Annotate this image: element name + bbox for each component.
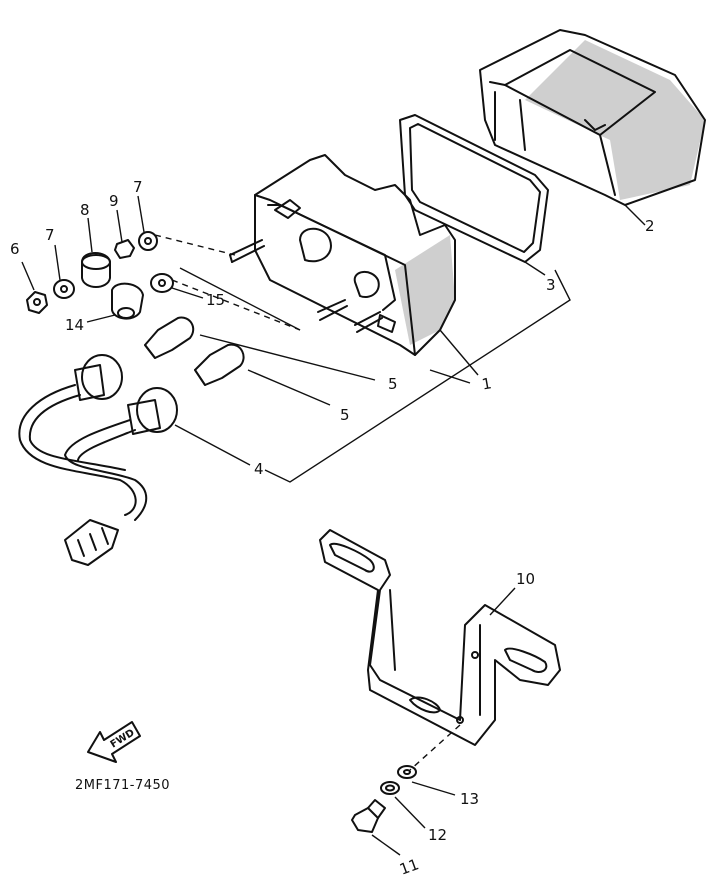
mounting-bracket [319,529,561,746]
callout-3: 3 [546,276,556,294]
tail-housing [229,154,456,356]
tail-lens [479,29,706,206]
callout-12: 12 [428,826,447,844]
callout-5-upper: 5 [388,375,398,393]
callout-15: 15 [206,291,225,309]
grommet-nut-set [26,231,301,331]
callout-1: 1 [480,374,493,393]
callout-10: 10 [516,570,535,588]
callout-9: 9 [109,192,119,210]
callout-13: 13 [460,790,479,808]
callout-7-upper: 7 [133,178,143,196]
callout-7-lower: 7 [45,226,55,244]
bulb-set [144,316,245,386]
socket-harness [18,354,178,566]
lens-gasket [399,114,549,263]
callout-11: 11 [397,855,421,878]
callout-5-lower: 5 [340,406,350,424]
forward-arrow-icon: FWD [87,721,141,763]
callout-2: 2 [645,217,655,235]
callout-14: 14 [65,316,84,334]
callout-4: 4 [254,460,264,478]
callout-6: 6 [10,240,20,258]
diagram-code: 2MF171-7450 [75,778,170,793]
screw-washer-set [351,724,461,833]
leader-lines [21,195,646,856]
callout-8: 8 [80,201,90,219]
